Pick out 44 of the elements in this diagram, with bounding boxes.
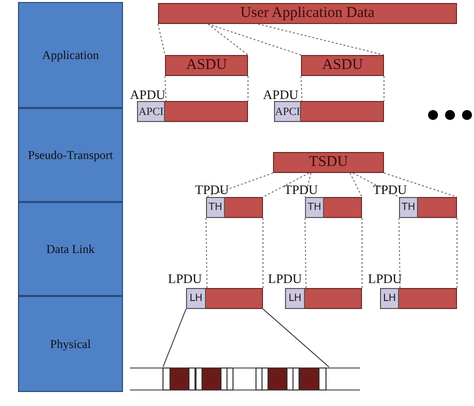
dotted-connector xyxy=(304,218,306,288)
header-box: LH xyxy=(186,288,206,309)
data-unit-bar: TSDU xyxy=(273,152,384,173)
header-box: LH xyxy=(285,288,305,309)
dotted-connector xyxy=(304,172,312,198)
bit-stream-drawing xyxy=(130,367,360,391)
pdu-label: TPDU xyxy=(195,183,229,196)
header-box: TH xyxy=(399,197,418,218)
dotted-connector xyxy=(456,218,458,288)
dotted-connector xyxy=(352,172,400,198)
layer-band: Data Link xyxy=(18,202,123,296)
dotted-connector xyxy=(398,218,400,288)
dotted-connector xyxy=(208,24,248,56)
pdu-label: APDU xyxy=(263,88,298,101)
dotted-connector xyxy=(206,172,274,198)
data-unit-bar: User Application Data xyxy=(158,3,457,24)
dotted-connector xyxy=(300,76,302,102)
data-unit-bar: ASDU xyxy=(165,55,248,76)
dotted-connector xyxy=(206,218,208,288)
dotted-connector xyxy=(208,24,302,56)
pdu-label: LPDU xyxy=(268,272,302,285)
header-box: APCI xyxy=(137,101,165,122)
dotted-connector xyxy=(262,172,310,198)
dotted-connector xyxy=(258,24,384,56)
header-box: TH xyxy=(305,197,324,218)
layer-band: Physical xyxy=(18,296,123,392)
header-box: APCI xyxy=(274,101,301,122)
connector-line xyxy=(162,308,186,368)
connector-line xyxy=(262,308,330,368)
pdu-label: LPDU xyxy=(368,272,402,285)
pdu-label: TPDU xyxy=(373,183,407,196)
dotted-connector xyxy=(164,76,166,102)
data-unit-bar: ASDU xyxy=(301,55,384,76)
dotted-connector xyxy=(384,172,458,198)
dotted-connector xyxy=(262,218,264,288)
layer-band: Pseudo-Transport xyxy=(18,108,123,202)
pdu-label: TPDU xyxy=(284,183,318,196)
pdu-label: LPDU xyxy=(168,272,202,285)
dotted-connector xyxy=(350,172,362,198)
header-box: LH xyxy=(380,288,399,309)
dotted-connector xyxy=(158,24,166,56)
pdu-label: APDU xyxy=(130,88,166,101)
header-box: TH xyxy=(206,197,225,218)
layer-band: Application xyxy=(18,2,123,108)
